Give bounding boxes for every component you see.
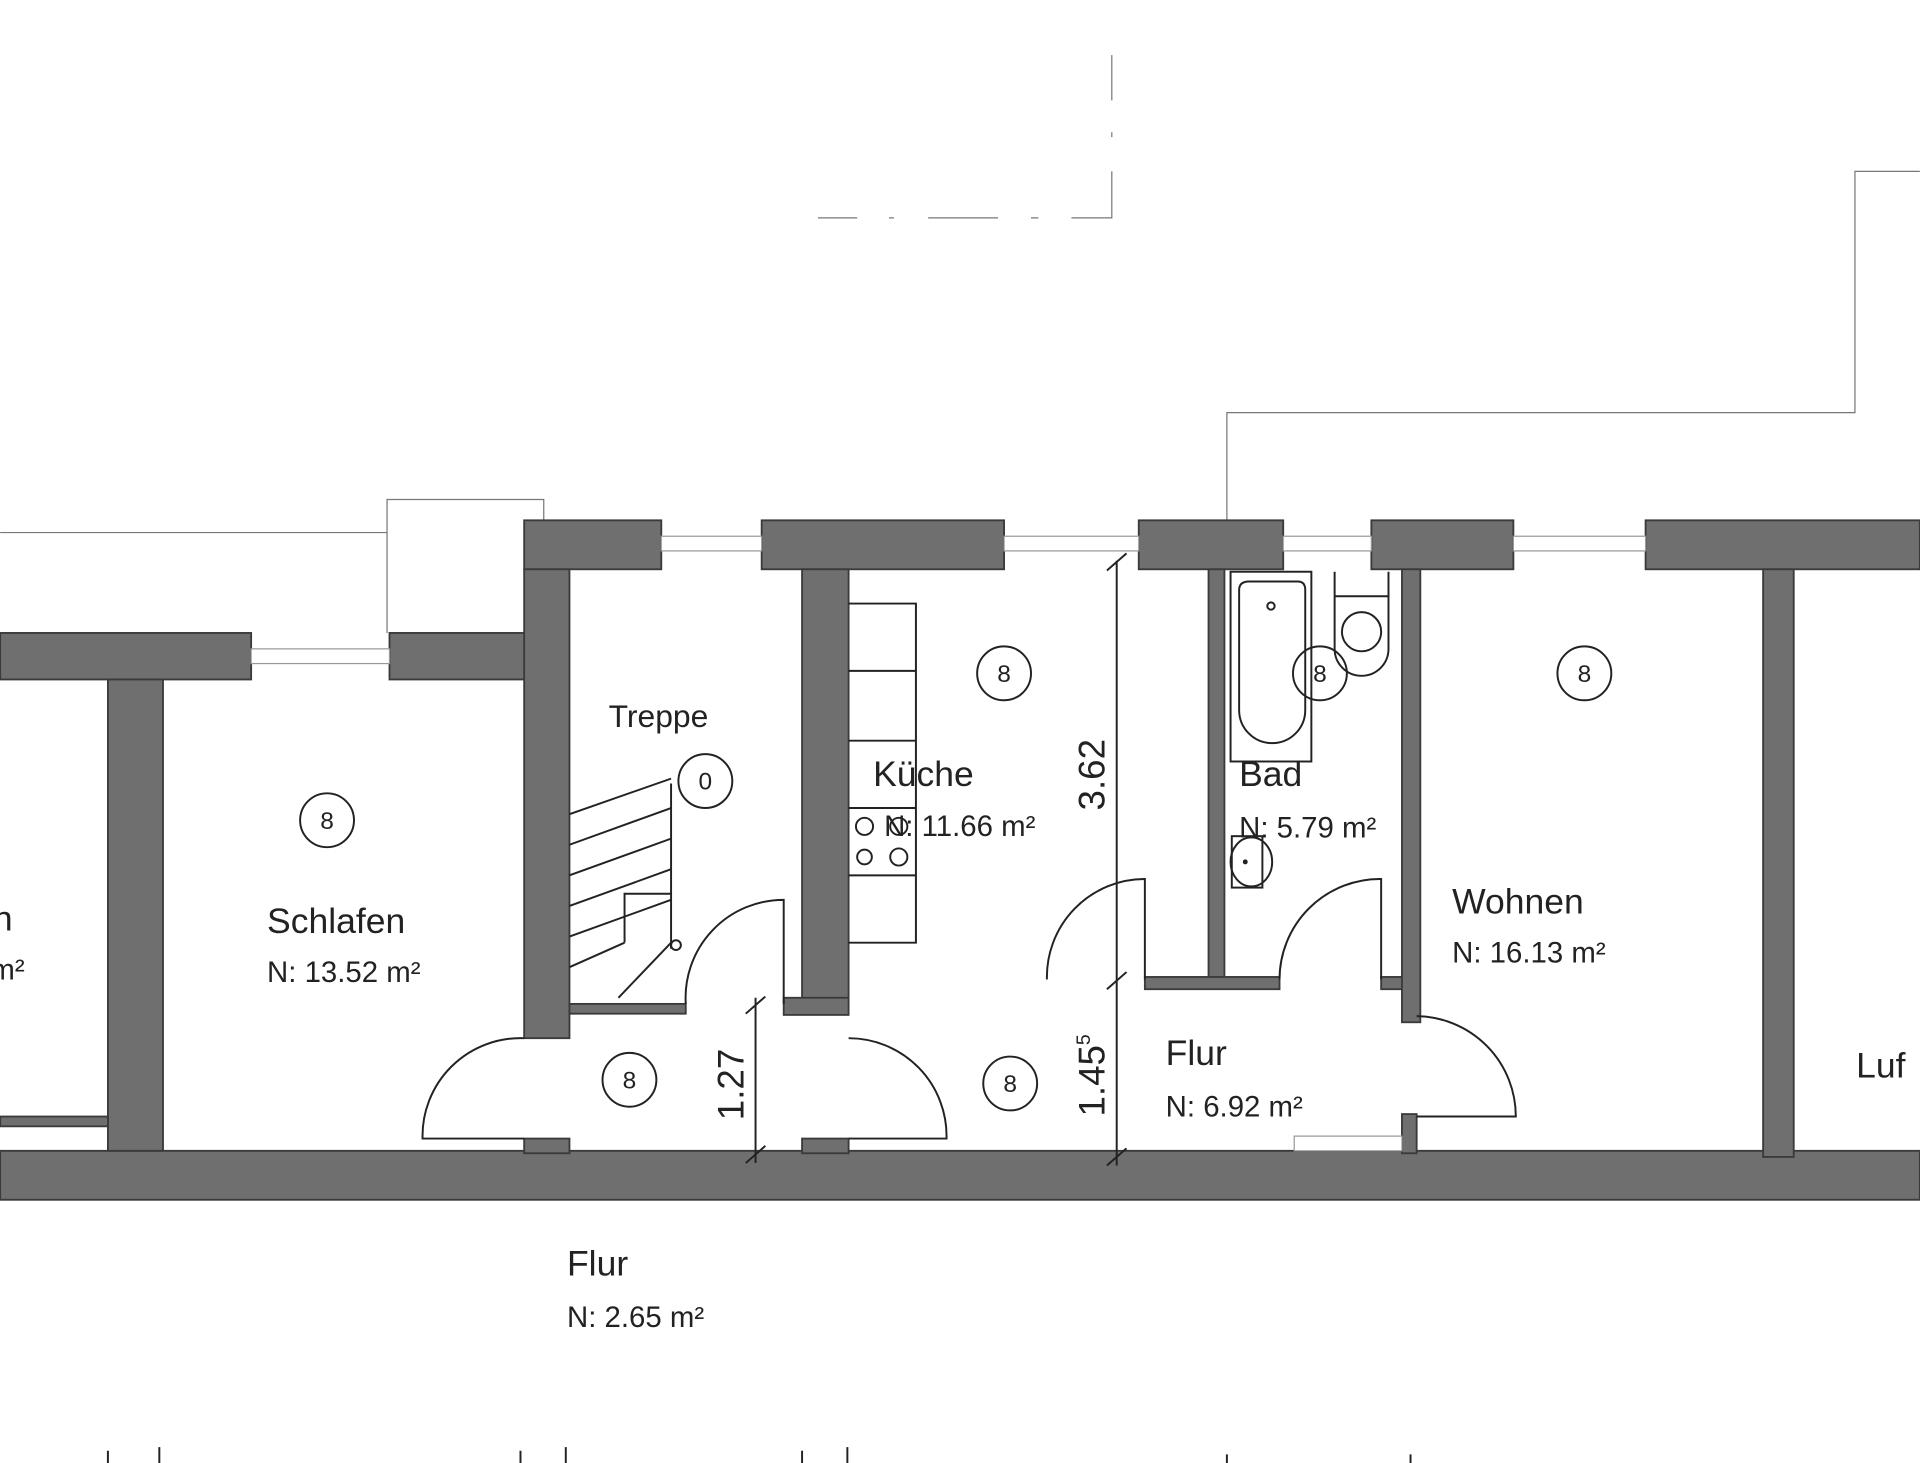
door-wohnen: [1416, 1015, 1517, 1118]
room-kueche-name: Küche: [873, 754, 974, 794]
tag-flur-small: 8: [623, 1067, 637, 1094]
room-treppe-name: Treppe: [609, 698, 709, 734]
window: [660, 535, 763, 552]
window: [1003, 535, 1140, 552]
dimension-flur-superscript: 5: [1073, 1034, 1095, 1045]
dimension-treppe-flur: 1.27: [710, 1049, 751, 1120]
room-left-partial-area: m²: [0, 953, 25, 986]
door-bad: [1278, 878, 1383, 980]
door-entry-right: [848, 1037, 948, 1140]
window: [250, 648, 391, 665]
site-lines: [0, 55, 1920, 633]
room-left-partial-name: n: [0, 898, 13, 938]
room-wohnen-name: Wohnen: [1452, 881, 1584, 921]
toilet: [1333, 571, 1390, 677]
staircase: [569, 777, 682, 999]
bottom-ticks: [106, 1447, 1412, 1463]
window: [1282, 535, 1372, 552]
tag-flur: 8: [1003, 1071, 1017, 1098]
tag-schlafen: 8: [320, 808, 334, 835]
tag-treppe: 0: [699, 769, 713, 796]
door-entry-left: [421, 1037, 525, 1140]
window: [1293, 1135, 1403, 1152]
room-luft-partial-name: Luf: [1856, 1045, 1905, 1085]
windows: [250, 535, 1647, 1152]
room-schlafen-area: N: 13.52 m²: [267, 956, 421, 989]
doors: [421, 878, 1517, 1140]
room-flur-name: Flur: [1166, 1033, 1227, 1073]
dimension-flur: 1.455: [1071, 1034, 1112, 1116]
kitchen-counter: [848, 602, 917, 944]
room-tags: 8 0 8 8 8 8 8: [299, 645, 1613, 1112]
walls: [0, 519, 1920, 1201]
room-bad-area: N: 5.79 m²: [1239, 811, 1376, 844]
dimension-lines: [745, 552, 1128, 1167]
tag-bad: 8: [1313, 661, 1327, 688]
sink: [1229, 835, 1274, 889]
tag-wohnen: 8: [1578, 661, 1592, 688]
room-bad-name: Bad: [1239, 754, 1302, 794]
bathtub: [1229, 570, 1313, 763]
room-kueche-area: N: 11.66 m²: [884, 810, 1035, 843]
room-wohnen-area: N: 16.13 m²: [1452, 936, 1606, 969]
room-flur-outside-name: Flur: [567, 1244, 628, 1284]
door-kueche: [1045, 878, 1146, 980]
dimension-kueche: 3.62: [1071, 739, 1112, 810]
window: [1512, 535, 1647, 552]
room-flur-area: N: 6.92 m²: [1166, 1091, 1303, 1124]
room-schlafen-name: Schlafen: [267, 901, 405, 941]
tag-kueche: 8: [997, 661, 1011, 688]
room-flur-outside-area: N: 2.65 m²: [567, 1301, 704, 1334]
door-treppe: [684, 898, 785, 1004]
